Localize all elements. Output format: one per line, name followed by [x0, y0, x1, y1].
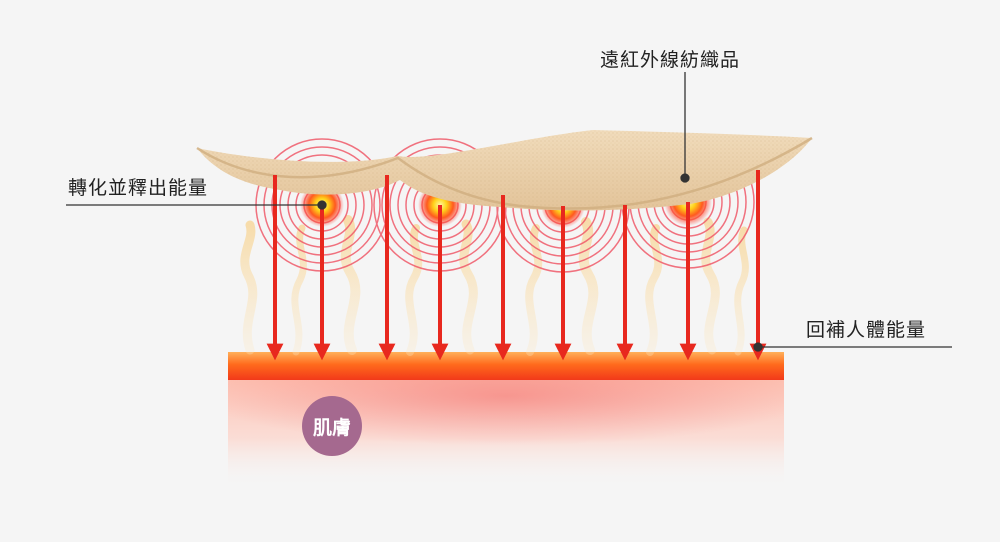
heat-wisp — [734, 226, 749, 356]
textile-label: 遠紅外線紡織品 — [600, 49, 741, 71]
leader-dot-convert — [317, 200, 327, 210]
heat-wisp — [701, 217, 720, 355]
heat-wisp — [291, 224, 307, 356]
fabric-fold-edge — [196, 136, 813, 210]
heat-wisp — [459, 219, 478, 355]
heat-wisp — [405, 224, 423, 356]
textile-sheet — [196, 130, 813, 211]
heat-wisp — [240, 220, 258, 355]
skin-layer — [228, 352, 784, 488]
heat-wisp — [525, 224, 543, 356]
fabric-texture — [197, 130, 812, 211]
convert-energy-label: 轉化並釋出能量 — [68, 177, 209, 199]
leader-dot-replenish — [753, 342, 763, 352]
leader-dot-textile — [680, 173, 690, 183]
heat-wisp — [645, 224, 663, 356]
replenish-energy-label: 回補人體能量 — [806, 319, 927, 341]
heat-wisp — [578, 217, 599, 355]
infrared-rays — [266, 170, 767, 361]
heat-wisp — [340, 215, 361, 355]
heat-wisps — [240, 215, 749, 356]
callout-lines — [66, 72, 952, 352]
skin-badge: 肌膚 — [302, 396, 362, 456]
skin-surface-band — [228, 352, 784, 380]
